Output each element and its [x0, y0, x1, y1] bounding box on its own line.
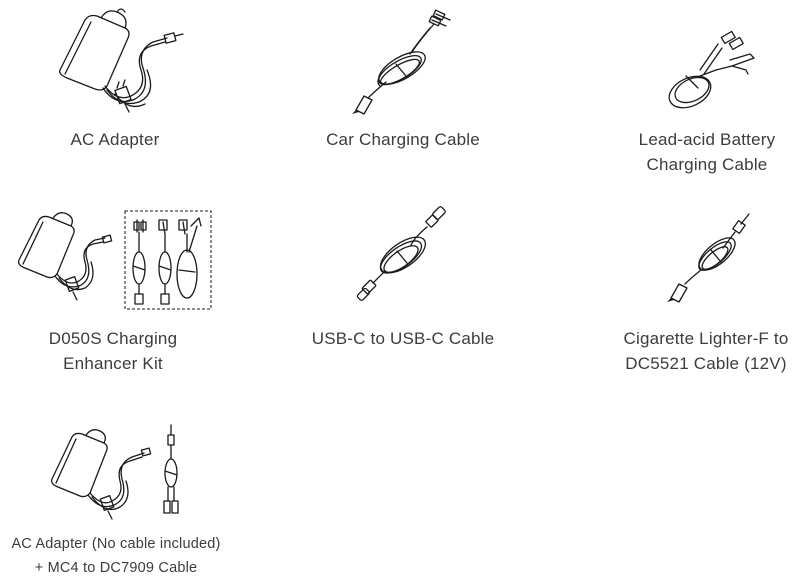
car-charging-cable-icon	[352, 9, 451, 115]
cig-dc5521-cable-label: Cigarette Lighter-F to DC5521 Cable (12V…	[623, 329, 789, 373]
ac-mc4-kit-label: AC Adapter (No cable included) + MC4 to …	[11, 536, 221, 576]
ac-mc4-kit-icon	[50, 424, 179, 520]
usb-c-cable-label: USB-C to USB-C Cable	[311, 329, 495, 348]
d050s-kit-label: D050S Charging Enhancer Kit	[48, 329, 178, 373]
car-charging-cable-label: Car Charging Cable	[326, 130, 480, 149]
usb-c-cable-icon	[356, 206, 446, 301]
ac-adapter-label: AC Adapter	[70, 130, 160, 149]
d050s-kit-icon	[17, 210, 212, 310]
cig-dc5521-cable-icon	[667, 213, 750, 303]
ac-adapter-icon	[59, 8, 184, 113]
lead-acid-cable-label: Lead-acid Battery Charging Cable	[638, 130, 776, 174]
lead-acid-cable-icon	[668, 30, 755, 109]
